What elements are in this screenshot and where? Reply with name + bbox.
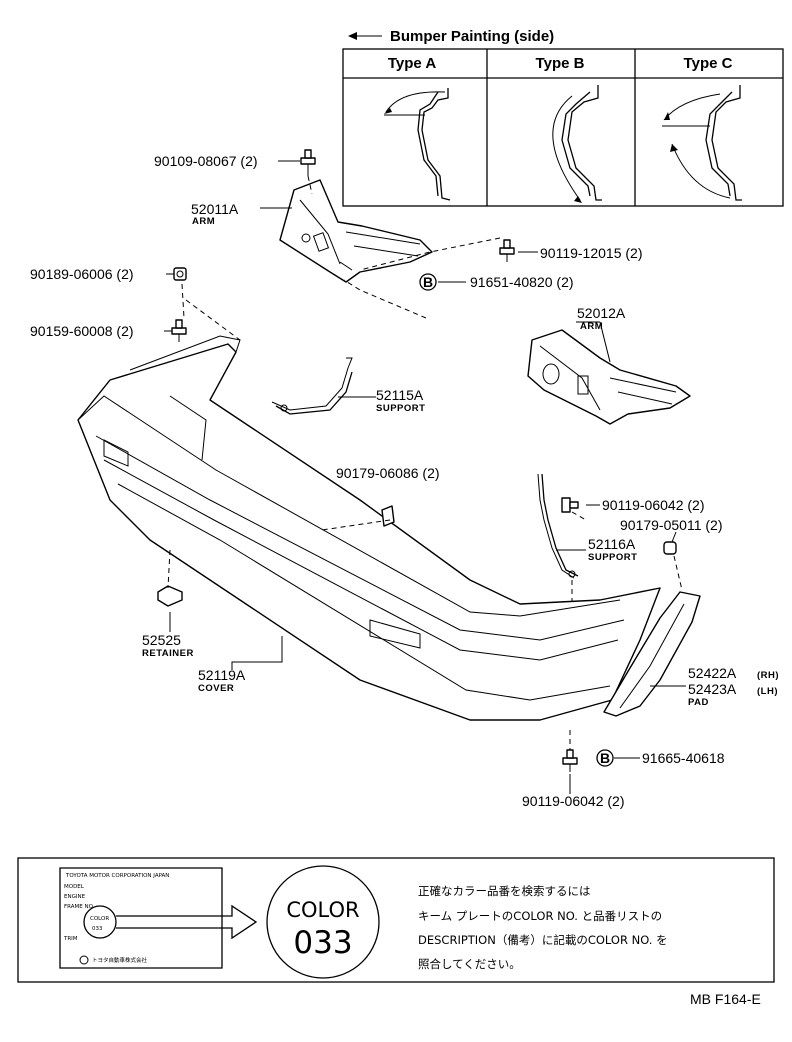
label-pad-name: PAD [688, 697, 709, 708]
support-52115a-part [271, 357, 353, 415]
bolt-icon-top [300, 149, 316, 176]
label-arm-lh-code: 52012A [577, 305, 626, 321]
svg-text:B: B [600, 750, 610, 766]
bolt-icon-left [171, 319, 187, 342]
label-cover-name: COVER [198, 683, 234, 694]
type-c-label: Type C [684, 55, 733, 72]
part-labels: 90109-08067 (2) 52011A ARM 90119-12015 (… [30, 153, 779, 809]
pad-part [603, 591, 701, 717]
label-support-b-name: SUPPORT [588, 552, 637, 563]
label-bolt-r1: 90119-06042 (2) [602, 497, 704, 513]
svg-text:FRAME NO.: FRAME NO. [64, 904, 95, 910]
svg-text:033: 033 [92, 926, 103, 932]
label-pad-lh-side: (LH) [757, 686, 778, 697]
svg-text:トヨタ自動車株式会社: トヨタ自動車株式会社 [92, 956, 148, 964]
arm-lh-part [527, 329, 691, 425]
footer-code: MB F164-E [690, 991, 761, 1007]
bolt-icon-bottom [562, 749, 578, 772]
label-bolt-arm: 90119-12015 (2) [540, 245, 642, 261]
clip-icon-mid [381, 505, 395, 527]
retainer-icon [157, 585, 183, 607]
color-badge [266, 865, 380, 979]
callout-b-2: B [596, 749, 614, 767]
instruction-line-2: キーム プレートのCOLOR NO. と品番リストの [418, 909, 662, 923]
arm-rh-part [279, 179, 433, 283]
instruction-line-1: 正確なカラー品番を検索するには [418, 884, 591, 898]
bolt-icon-arm [499, 239, 515, 262]
label-arm-rh-code: 52011A [191, 201, 239, 217]
color-code: 033 [293, 925, 352, 961]
leader-lines [164, 160, 686, 794]
label-support-a-name: SUPPORT [376, 403, 425, 414]
instruction-line-3: DESCRIPTION（備考）に記載のCOLOR NO. を [418, 933, 668, 947]
bumper-cover-part [77, 335, 661, 721]
svg-text:COLOR: COLOR [90, 916, 109, 922]
label-pad-rh-code: 52422A [688, 665, 737, 681]
arrowhead-icon [348, 32, 357, 40]
label-retainer-code: 52525 [142, 632, 181, 648]
callout-b-1: B [419, 273, 437, 291]
type-b-profile [552, 85, 602, 203]
type-a-label: Type A [388, 55, 437, 72]
pointer-arrow-icon [116, 904, 258, 940]
label-nut-r: 90179-05011 (2) [620, 517, 722, 533]
label-clip-mid: 90179-06086 (2) [336, 465, 440, 481]
painting-title: Bumper Painting (side) [390, 28, 554, 45]
label-clip-b: 91651-40820 (2) [470, 274, 574, 290]
nut-icon-left [173, 267, 187, 281]
type-c-profile [662, 85, 742, 201]
instruction-line-4: 照合してください。 [418, 957, 521, 971]
svg-text:ENGINE: ENGINE [64, 894, 86, 900]
bolt-icon-r1 [561, 497, 579, 513]
label-arm-rh-name: ARM [192, 216, 215, 227]
svg-text:TRIM: TRIM [63, 936, 78, 942]
color-plate-box: TOYOTA MOTOR CORPORATION JAPAN MODEL ENG… [17, 857, 775, 983]
svg-text:MODEL: MODEL [64, 884, 85, 890]
type-b-label: Type B [536, 55, 585, 72]
painting-inset: Bumper Painting (side) Type A Type B Typ… [342, 28, 784, 207]
label-bolt-top: 90109-08067 (2) [154, 153, 258, 169]
label-bolt-bottom: 90119-06042 (2) [522, 793, 624, 809]
label-pad-rh-side: (RH) [757, 670, 779, 681]
label-nut-left: 90189-06006 (2) [30, 266, 134, 282]
label-clip-b2: 91665-40618 [642, 750, 725, 766]
id-plate-illustration: TOYOTA MOTOR CORPORATION JAPAN MODEL ENG… [59, 867, 223, 969]
label-arm-lh-name: ARM [580, 321, 603, 332]
type-a-profile [384, 88, 451, 201]
svg-text:TOYOTA MOTOR CORPORATION JAPAN: TOYOTA MOTOR CORPORATION JAPAN [65, 873, 169, 879]
label-retainer-name: RETAINER [142, 648, 194, 659]
painting-table [342, 48, 784, 207]
label-pad-lh-code: 52423A [688, 681, 737, 697]
label-support-a-code: 52115A [376, 387, 424, 403]
color-word: COLOR [286, 898, 359, 922]
label-bolt-left: 90159-60008 (2) [30, 323, 134, 339]
label-cover-code: 52119A [198, 667, 246, 683]
support-52116a-part [537, 473, 579, 579]
svg-text:B: B [423, 274, 433, 290]
label-support-b-code: 52116A [588, 536, 636, 552]
nut-icon-r [663, 541, 677, 555]
